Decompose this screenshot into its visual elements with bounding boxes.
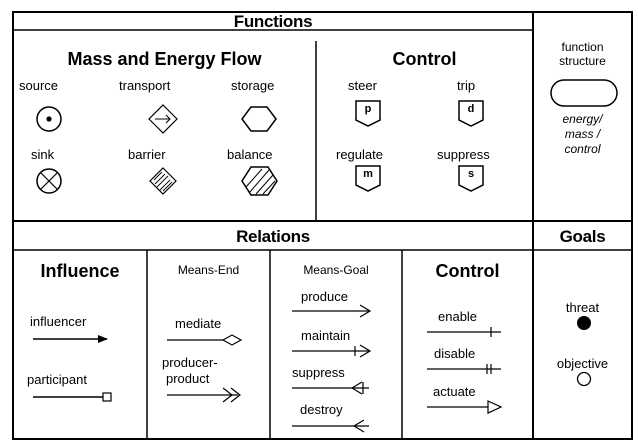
storage-icon — [241, 106, 277, 132]
barrier-icon — [149, 167, 177, 195]
producer-product-label-1: producer- — [162, 355, 218, 370]
suppress-code: s — [467, 168, 475, 180]
source-icon — [36, 106, 62, 132]
function-structure-type-1: energy/ — [562, 112, 603, 126]
functions-heading: Functions — [233, 12, 313, 31]
trip-icon — [458, 100, 484, 127]
relations-heading: Relations — [236, 227, 310, 246]
balance-label: balance — [227, 147, 273, 162]
regulate-code: m — [363, 168, 373, 180]
barrier-label: barrier — [128, 147, 166, 162]
regulate-icon — [355, 165, 381, 192]
suppress-relation-label: suppress — [292, 365, 345, 380]
trip-code: d — [467, 103, 475, 115]
control-functions-heading: Control — [392, 49, 457, 69]
mediate-connector-icon — [167, 334, 243, 346]
suppress-icon — [458, 165, 484, 192]
enable-label: enable — [438, 309, 478, 324]
goals-heading: Goals — [559, 227, 606, 246]
participant-label: participant — [27, 372, 87, 387]
maintain-arrow-icon — [292, 344, 372, 358]
influence-heading: Influence — [40, 261, 120, 281]
transport-icon — [148, 104, 178, 134]
destroy-arrow-icon — [292, 419, 369, 433]
actuate-arrow-icon — [427, 400, 503, 414]
sink-icon — [36, 168, 62, 194]
produce-label: produce — [301, 289, 348, 304]
table-grid — [12, 11, 633, 440]
threat-icon — [577, 316, 591, 330]
objective-icon — [576, 371, 592, 387]
objective-label: objective — [556, 356, 609, 371]
steer-code: p — [364, 103, 372, 115]
mass-energy-flow-heading: Mass and Energy Flow — [67, 49, 262, 69]
means-end-heading: Means-End — [177, 263, 240, 277]
threat-label: threat — [565, 300, 600, 315]
trip-label: trip — [457, 78, 476, 93]
suppress-arrow-icon — [292, 381, 369, 395]
sink-label: sink — [31, 147, 55, 162]
actuate-label: actuate — [433, 384, 476, 399]
disable-connector-icon — [427, 364, 501, 374]
regulate-label: regulate — [336, 147, 383, 162]
enable-connector-icon — [427, 327, 501, 337]
transport-label: transport — [119, 78, 171, 93]
participant-connector-icon — [33, 392, 112, 402]
steer-icon — [355, 100, 381, 127]
destroy-label: destroy — [300, 402, 343, 417]
source-label: source — [19, 78, 59, 93]
influencer-label: influencer — [30, 314, 87, 329]
disable-label: disable — [434, 346, 476, 361]
storage-label: storage — [231, 78, 275, 93]
means-goal-heading: Means-Goal — [303, 263, 369, 277]
control-relations-heading: Control — [435, 261, 500, 281]
producer-product-label-2: product — [166, 371, 210, 386]
function-structure-icon — [550, 79, 618, 107]
balance-icon — [241, 166, 278, 196]
steer-label: steer — [348, 78, 377, 93]
function-structure-type-2: mass / — [564, 127, 601, 141]
produce-arrow-icon — [292, 304, 372, 318]
function-structure-title-1: function — [561, 40, 604, 54]
maintain-label: maintain — [301, 328, 351, 343]
function-structure-type-3: control — [564, 142, 601, 156]
mediate-label: mediate — [175, 316, 222, 331]
producer-product-arrow-icon — [167, 387, 241, 403]
function-structure-title-2: structure — [559, 54, 606, 68]
suppress-function-label: suppress — [437, 147, 490, 162]
